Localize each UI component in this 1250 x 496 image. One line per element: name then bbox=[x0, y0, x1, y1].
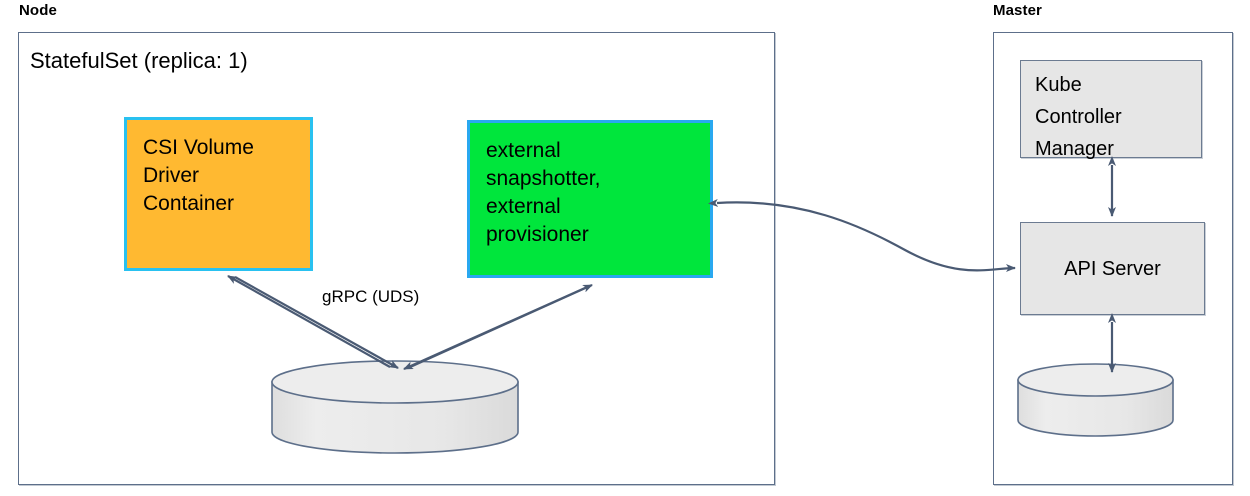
kcm-line-3: Manager bbox=[1035, 138, 1114, 160]
csi-box-line-2: Driver bbox=[143, 164, 199, 187]
node-zone-label: Node bbox=[19, 2, 57, 19]
kube-controller-manager-box[interactable]: Kube Controller Manager bbox=[1020, 60, 1202, 160]
statefulset-title: StatefulSet (replica: 1) bbox=[30, 48, 248, 73]
external-sidecars-box[interactable]: external snapshotter, external provision… bbox=[467, 120, 713, 278]
kcm-line-2: Controller bbox=[1035, 106, 1122, 128]
master-zone-label: Master bbox=[993, 2, 1042, 19]
csi-volume-driver-container-box[interactable]: CSI Volume Driver Container bbox=[124, 117, 313, 271]
csi-box-line-1: CSI Volume bbox=[143, 136, 254, 159]
sidecars-box-line-3: external bbox=[486, 195, 561, 218]
kcm-line-1: Kube bbox=[1035, 74, 1082, 96]
emptydir-volume-label: EmptyDir Volume bbox=[329, 406, 461, 425]
sidecars-box-line-1: external bbox=[486, 139, 561, 162]
grpc-uds-edge-label: gRPC (UDS) bbox=[322, 287, 420, 306]
api-server-line-1: API Server bbox=[1064, 257, 1161, 280]
api-server-box[interactable]: API Server bbox=[1020, 222, 1205, 315]
sidecars-box-line-4: provisioner bbox=[486, 223, 589, 246]
etcd-label: etcd bbox=[1036, 392, 1076, 415]
csi-box-line-3: Container bbox=[143, 192, 235, 215]
sidecars-box-line-2: snapshotter, bbox=[486, 167, 601, 190]
